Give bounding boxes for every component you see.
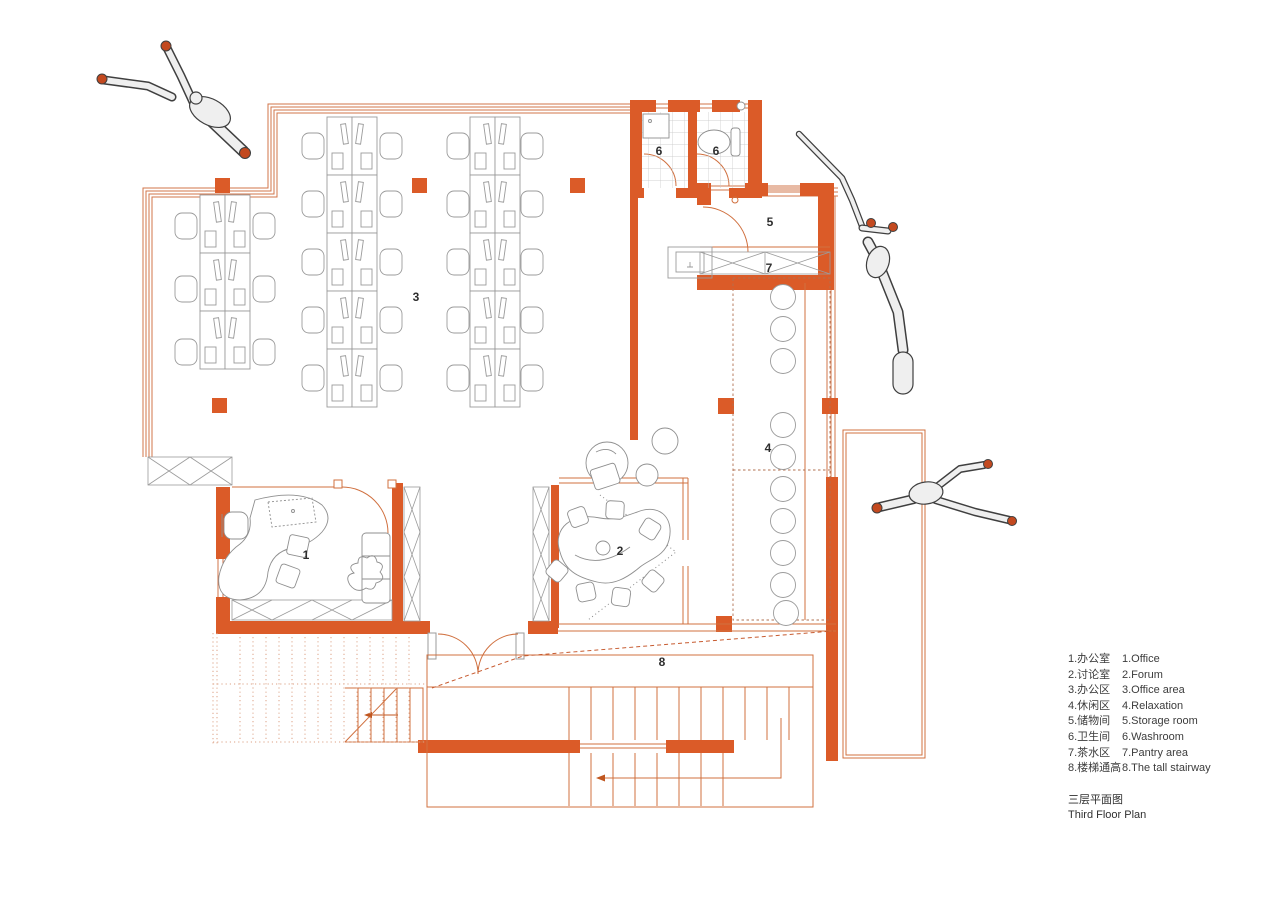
label-storage: 5 [767,215,774,229]
legend-item: 8.楼梯通高 8.The tall stairway [1068,761,1211,777]
legend-item: 6.卫生间 6.Washroom [1068,730,1211,746]
legend: 1.办公室 1.Office 2.讨论室 2.Forum 3.办公区 3.Off… [1068,652,1211,824]
label-stairway: 8 [659,655,666,669]
legend-zh: 7.茶水区 [1068,746,1111,759]
legend-en: 3.Office area [1122,684,1185,697]
walls [212,100,838,761]
executive-desk [218,494,329,601]
sink-counter [667,246,713,279]
guest-chair [286,534,310,558]
office-furniture [218,494,391,604]
room-number-labels: 1 2 3 4 5 6 6 7 8 [303,144,774,669]
legend-zh: 8.楼梯通高 [1068,762,1122,775]
legend-item: 2.讨论室 2.Forum [1068,668,1211,684]
legend-en: 1.Office [1122,653,1160,665]
plan-title-zh: 三层平面图 [1068,793,1123,806]
legend-zh: 1.办公室 [1068,653,1111,665]
plant-circle [651,427,679,455]
label-pantry: 7 [766,261,773,275]
label-washroom-left: 6 [656,144,663,158]
legend-item: 3.办公区 3.Office area [1068,683,1211,699]
pantry-stools [770,284,799,626]
shower-fixture [642,113,670,139]
legend-en: 8.The tall stairway [1122,762,1211,775]
label-forum: 2 [617,544,624,558]
mannequin-right-middle [871,459,1017,526]
guest-chair [275,563,301,589]
legend-en: 7.Pantry area [1122,746,1189,759]
legend-zh: 3.办公区 [1068,684,1111,697]
legend-en: 4.Relaxation [1122,699,1184,712]
sofa [361,532,391,604]
legend-item: 7.茶水区 7.Pantry area [1068,746,1211,762]
legend-zh: 6.卫生间 [1068,730,1111,743]
label-relaxation: 4 [765,441,772,455]
exterior-glazing [142,103,838,597]
shelving-xbands [147,251,831,622]
thin-outlines [232,153,926,808]
legend-zh: 4.休闲区 [1068,699,1111,712]
mannequin-top-left [96,40,251,159]
label-office-area: 3 [413,290,420,304]
washroom-interiors [642,101,748,188]
legend-en: 5.Storage room [1122,715,1198,728]
toilet-fixture [697,129,731,155]
legend-item: 4.休闲区 4.Relaxation [1068,699,1211,715]
forum-furniture [545,427,679,608]
legend-zh: 2.讨论室 [1068,668,1111,681]
label-washroom-right: 6 [713,144,720,158]
plant [347,555,384,591]
legend-item: 1.办公室 1.Office [1068,652,1211,668]
label-office: 1 [303,548,310,562]
plan-title: 三层平面图 Third Floor Plan [1068,793,1211,824]
office-desk-groups [174,116,544,408]
legend-en: 2.Forum [1122,668,1163,681]
executive-chair [223,511,249,540]
mannequin-top-right [795,130,914,395]
legend-zh: 5.储物间 [1068,715,1111,728]
mannequin-figures [96,40,1017,526]
plan-title-en: Third Floor Plan [1068,809,1147,822]
legend-item: 5.储物间 5.Storage room [1068,714,1211,730]
legend-en: 6.Washroom [1122,730,1184,743]
plant-circle [635,463,659,487]
